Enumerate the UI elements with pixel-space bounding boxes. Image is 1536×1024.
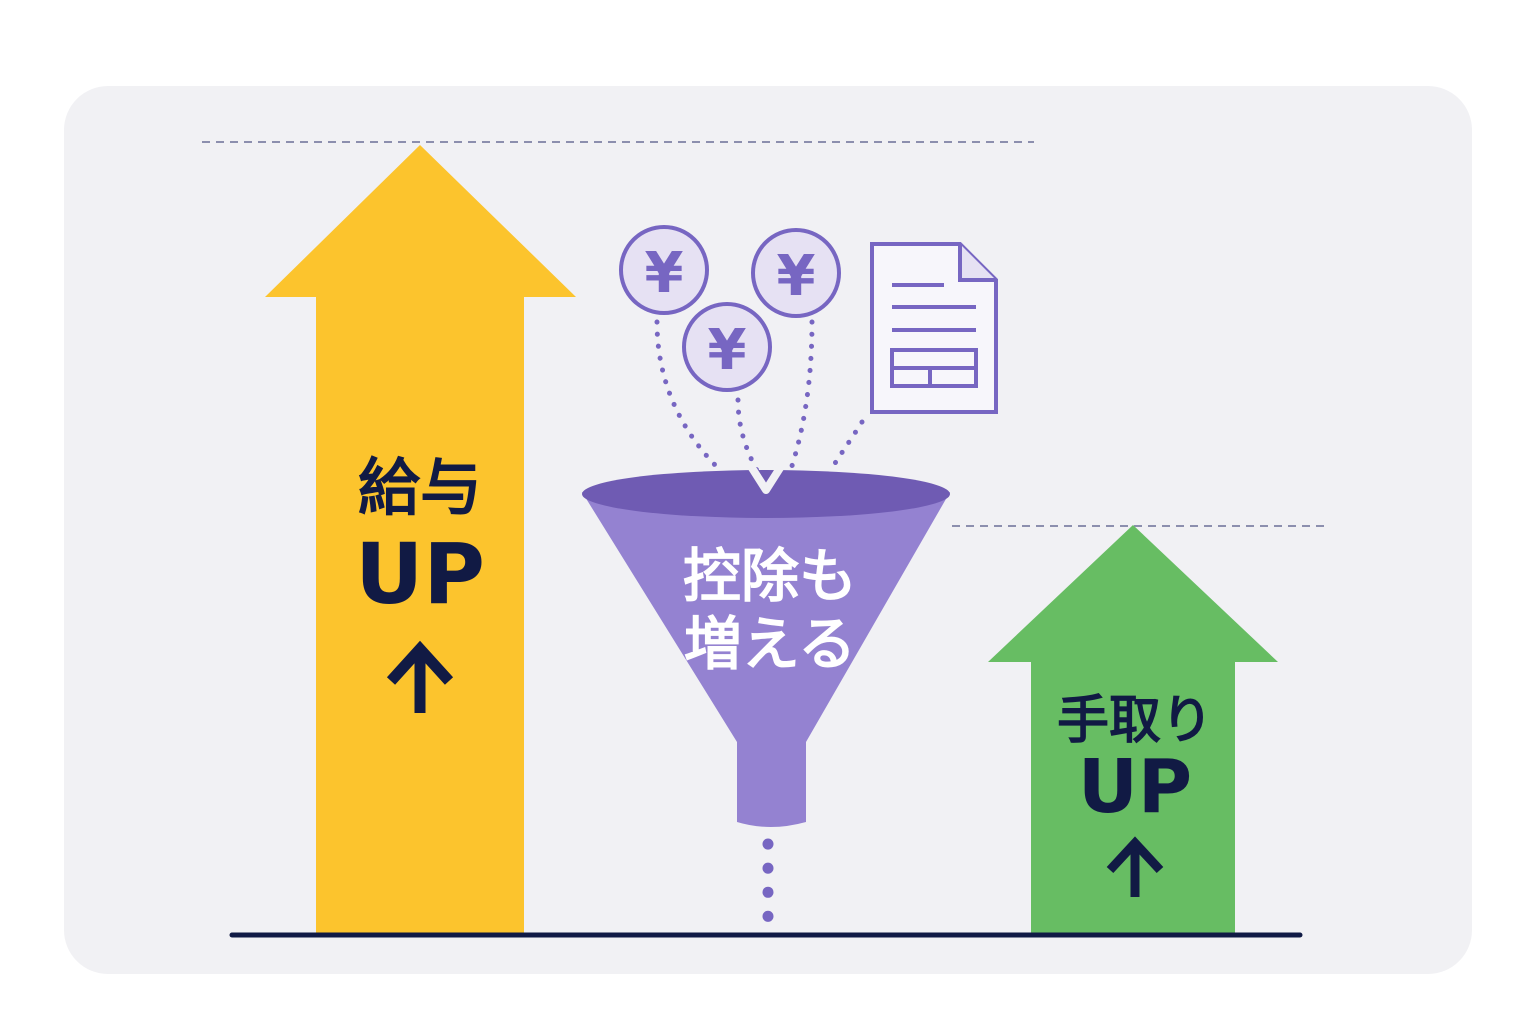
document-trail xyxy=(829,419,865,471)
salary-arrow: 給与 UP xyxy=(265,145,576,934)
deduction-label-line2: 増える xyxy=(684,610,856,678)
yen-coin-icon: ¥ xyxy=(682,302,772,392)
takehome-arrow: 手取り UP xyxy=(988,525,1278,934)
svg-text:¥: ¥ xyxy=(645,241,684,306)
svg-text:¥: ¥ xyxy=(777,244,816,309)
deduction-label-line1: 控除も xyxy=(683,542,857,610)
yen-coin-icon: ¥ xyxy=(751,228,841,318)
salary-up-arrow-icon xyxy=(386,640,454,713)
takehome-arrow-shape xyxy=(988,525,1278,934)
takehome-label-line1: 手取り xyxy=(1057,691,1213,751)
funnel-rim xyxy=(582,470,950,518)
salary-label-line1: 給与 xyxy=(358,451,482,524)
deduction-funnel: 控除も 増える xyxy=(582,465,950,926)
funnel-body xyxy=(582,492,950,827)
takehome-up-arrow-icon xyxy=(1106,836,1164,897)
funnel-notch xyxy=(748,465,784,494)
document-icon xyxy=(870,242,998,414)
salary-label-line2: UP xyxy=(355,525,485,623)
takehome-label-line2: UP xyxy=(1078,744,1192,830)
yen-coin-icon: ¥ xyxy=(619,225,709,315)
coin-trail-left xyxy=(654,319,721,471)
svg-text:¥: ¥ xyxy=(708,318,747,383)
salary-arrow-shape xyxy=(265,145,576,934)
